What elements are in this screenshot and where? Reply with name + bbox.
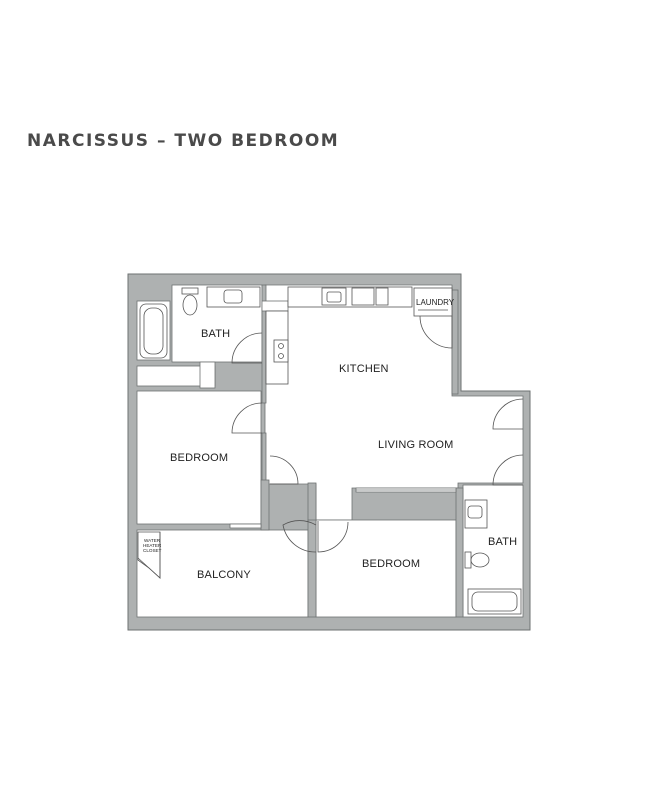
label-kitchen: KITCHEN [339,363,389,375]
label-laundry: LAUNDRY [416,298,455,307]
door-swings [137,315,524,579]
label-balcony: BALCONY [197,569,251,581]
bath-right-fixtures [464,499,522,615]
label-bath-right: BATH [488,536,517,548]
label-water-heater-2: HEATER [143,543,162,548]
label-bedroom-bottom: BEDROOM [362,558,420,570]
bath-top-fixtures [139,286,261,359]
sliding-doors [199,361,457,529]
floor-areas [136,284,524,618]
label-bath-top: BATH [201,328,230,340]
plan-title: NARCISSUS – TWO BEDROOM [27,131,340,151]
label-living-room: LIVING ROOM [378,439,454,451]
laundry-closet [413,287,453,317]
kitchen-fixtures [265,286,413,385]
label-water-heater-1: WATER [144,538,161,543]
wall-details [260,284,464,618]
label-bedroom-left: BEDROOM [170,452,228,464]
label-water-heater-3: CLOSET [143,548,162,553]
